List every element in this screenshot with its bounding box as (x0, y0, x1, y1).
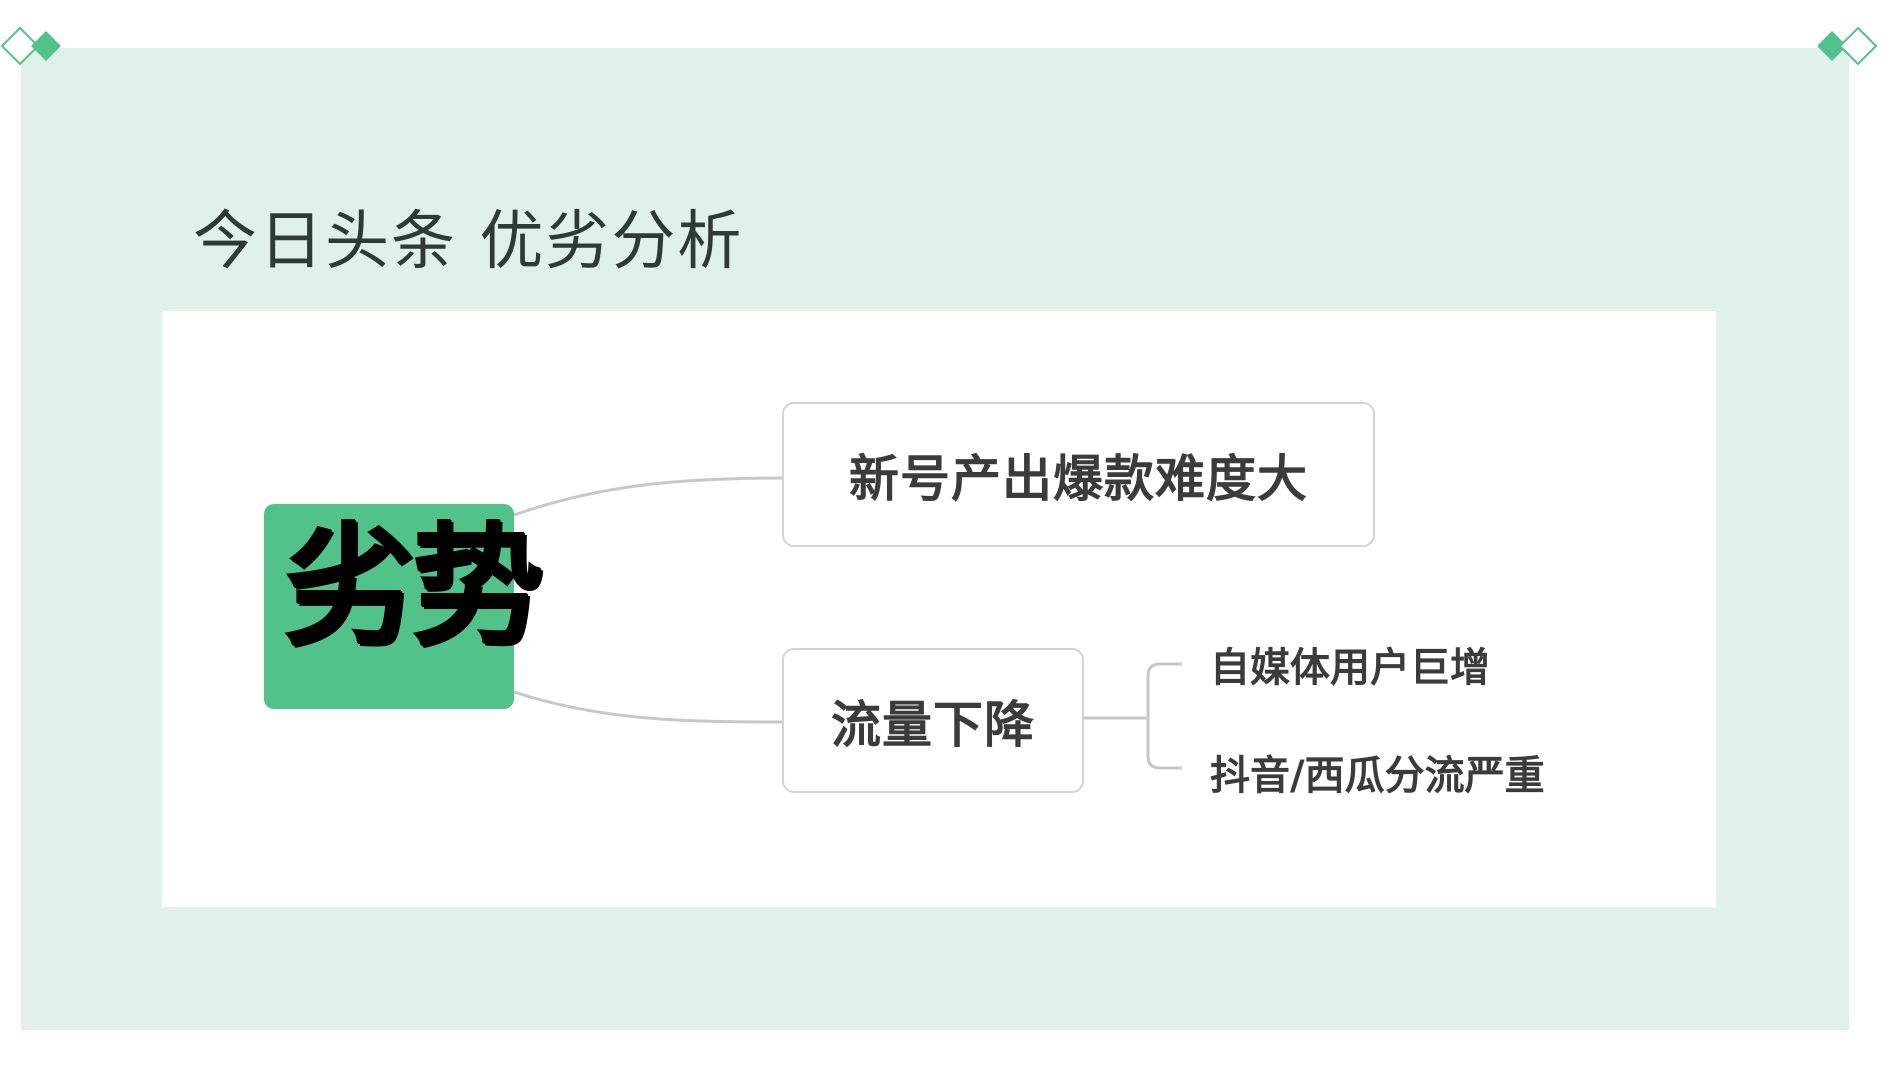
branch-node-1-label: 新号产出爆款难度大 (849, 449, 1308, 508)
branch-node-2-label: 流量下降 (831, 695, 1035, 754)
slide-title: 今日头条 优劣分析 (193, 205, 744, 279)
diamond-corner-icon-left (0, 26, 60, 66)
root-node-label: 劣势 (284, 511, 544, 665)
root-node: 劣势 (264, 504, 544, 709)
diamond-corner-icon-right (1818, 26, 1878, 66)
leaf-node-1: 自媒体用户巨增 (1210, 645, 1490, 691)
branch-node-1: 新号产出爆款难度大 (782, 402, 1375, 547)
leaf-node-2: 抖音/西瓜分流严重 (1210, 753, 1545, 799)
branch-node-2: 流量下降 (782, 648, 1084, 793)
